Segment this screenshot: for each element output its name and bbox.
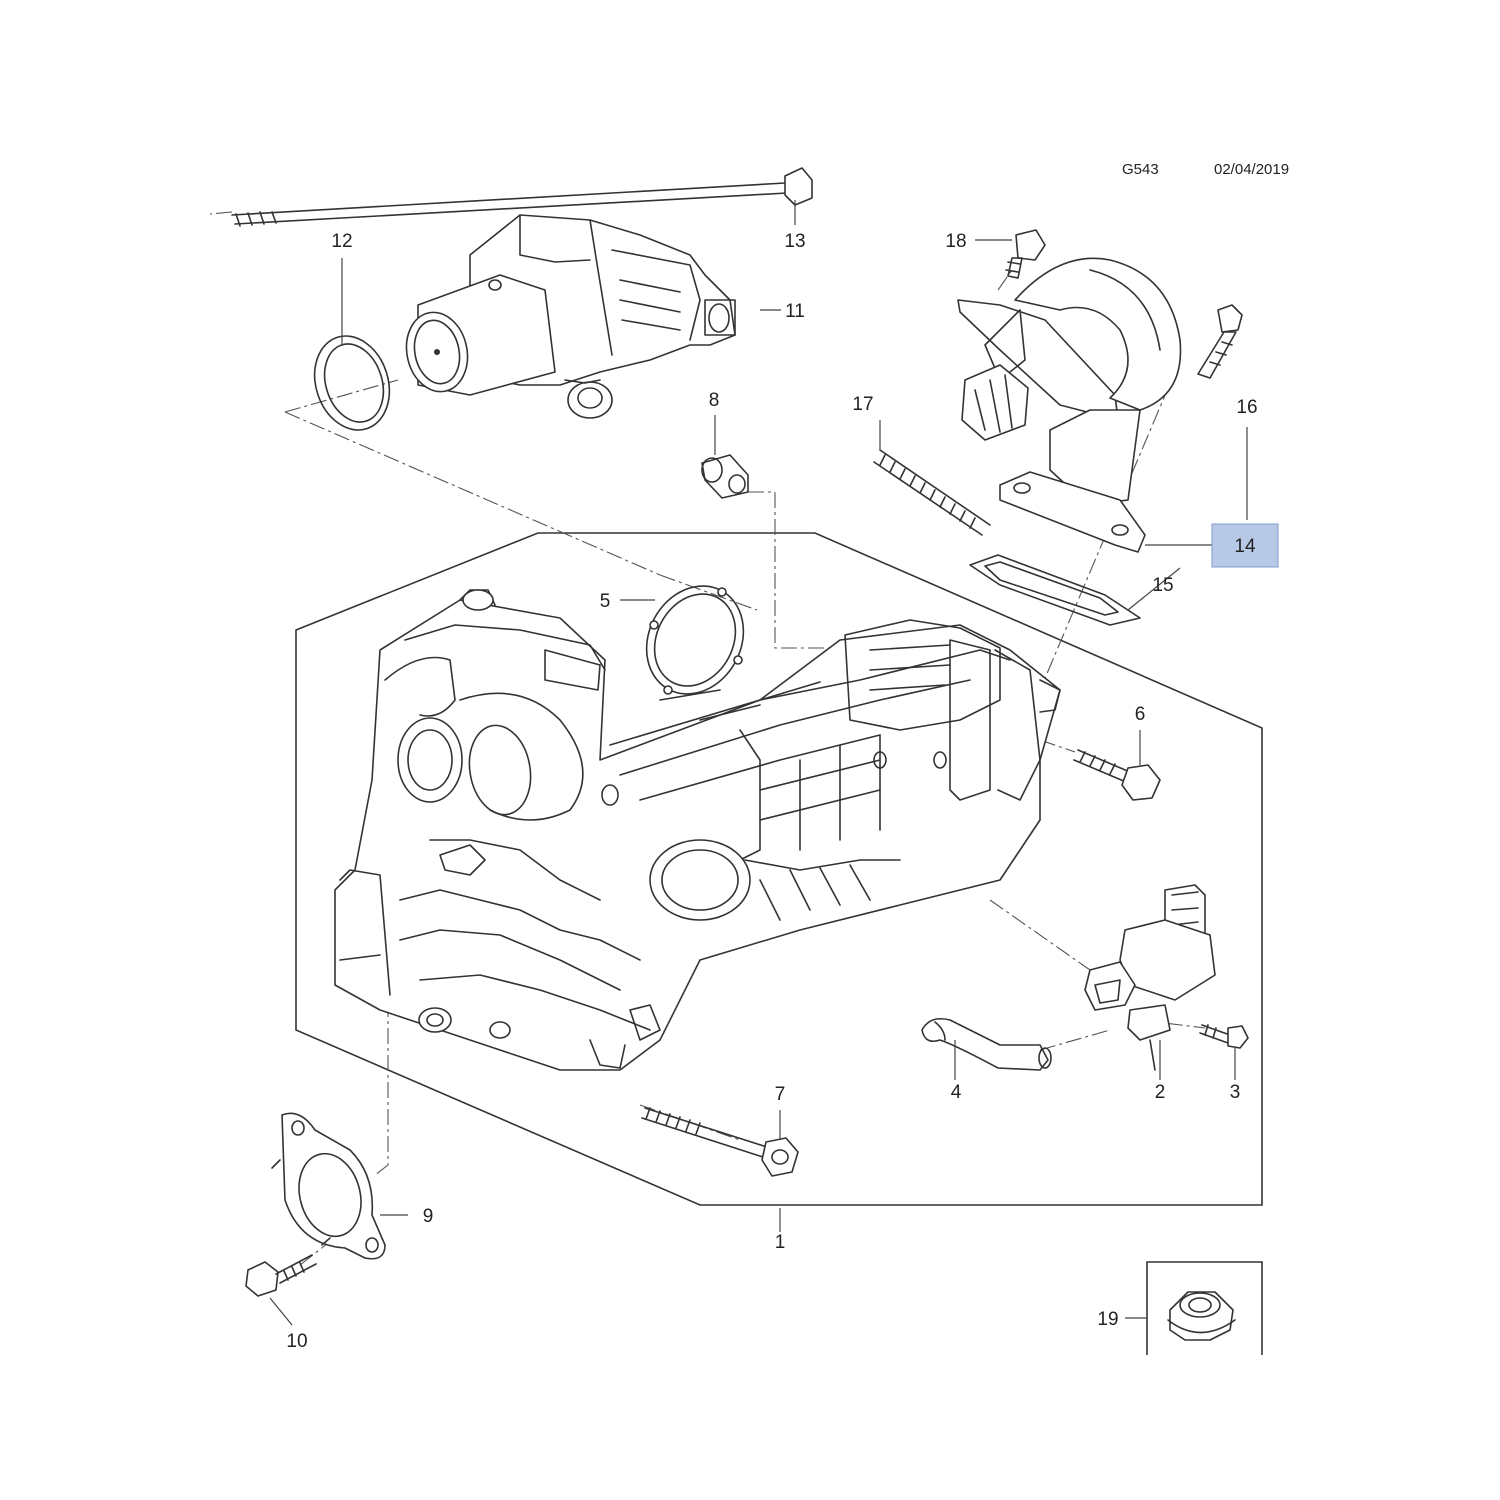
callout-8: 8 bbox=[709, 390, 720, 411]
bolt-16 bbox=[1197, 304, 1243, 379]
o-ring-12 bbox=[313, 335, 391, 431]
nut-19-box bbox=[1146, 1261, 1263, 1355]
assembly-frame bbox=[295, 532, 1263, 1206]
callout-19: 19 bbox=[1097, 1309, 1118, 1330]
leader-lines bbox=[269, 200, 1248, 1326]
callout-9: 9 bbox=[423, 1206, 434, 1227]
callout-1: 1 bbox=[775, 1232, 786, 1253]
pipe-elbow-14 bbox=[957, 257, 1182, 553]
callout-10: 10 bbox=[286, 1331, 307, 1352]
gasket-15 bbox=[969, 554, 1141, 626]
hose-4 bbox=[921, 1017, 1052, 1071]
pressure-sensor-2 bbox=[1084, 884, 1216, 1071]
callout-5: 5 bbox=[600, 591, 611, 612]
stud-17 bbox=[873, 449, 991, 536]
callout-4: 4 bbox=[951, 1082, 962, 1103]
bolt-6 bbox=[1073, 749, 1161, 801]
sleeve-8 bbox=[701, 454, 749, 499]
egr-valve-11 bbox=[405, 214, 736, 419]
callout-7: 7 bbox=[775, 1084, 786, 1105]
callout-12: 12 bbox=[331, 231, 352, 252]
callout-3: 3 bbox=[1230, 1082, 1241, 1103]
seal-ring-5 bbox=[645, 585, 745, 695]
egr-cooler-module-1 bbox=[334, 589, 1061, 1071]
bolt-18 bbox=[1005, 229, 1046, 279]
bolt-7 bbox=[641, 1107, 799, 1177]
callout-14-highlight bbox=[1211, 523, 1279, 568]
diagram-code: G543 bbox=[1122, 161, 1159, 178]
screw-3 bbox=[1199, 1024, 1249, 1049]
callout-17: 17 bbox=[852, 394, 873, 415]
callout-13: 13 bbox=[784, 231, 805, 252]
callout-11: 11 bbox=[785, 301, 805, 322]
callout-16: 16 bbox=[1236, 397, 1257, 418]
bolt-13 bbox=[231, 167, 813, 227]
callout-6: 6 bbox=[1135, 704, 1146, 725]
callout-15: 15 bbox=[1152, 575, 1173, 596]
flange-gasket-9 bbox=[271, 1112, 386, 1260]
diagram-date: 02/04/2019 bbox=[1214, 161, 1289, 178]
callout-18: 18 bbox=[945, 231, 966, 252]
assembly-lines bbox=[209, 211, 1206, 1266]
callout-2: 2 bbox=[1155, 1082, 1166, 1103]
screw-10 bbox=[245, 1254, 317, 1297]
callout-14: 14 bbox=[1234, 536, 1256, 557]
